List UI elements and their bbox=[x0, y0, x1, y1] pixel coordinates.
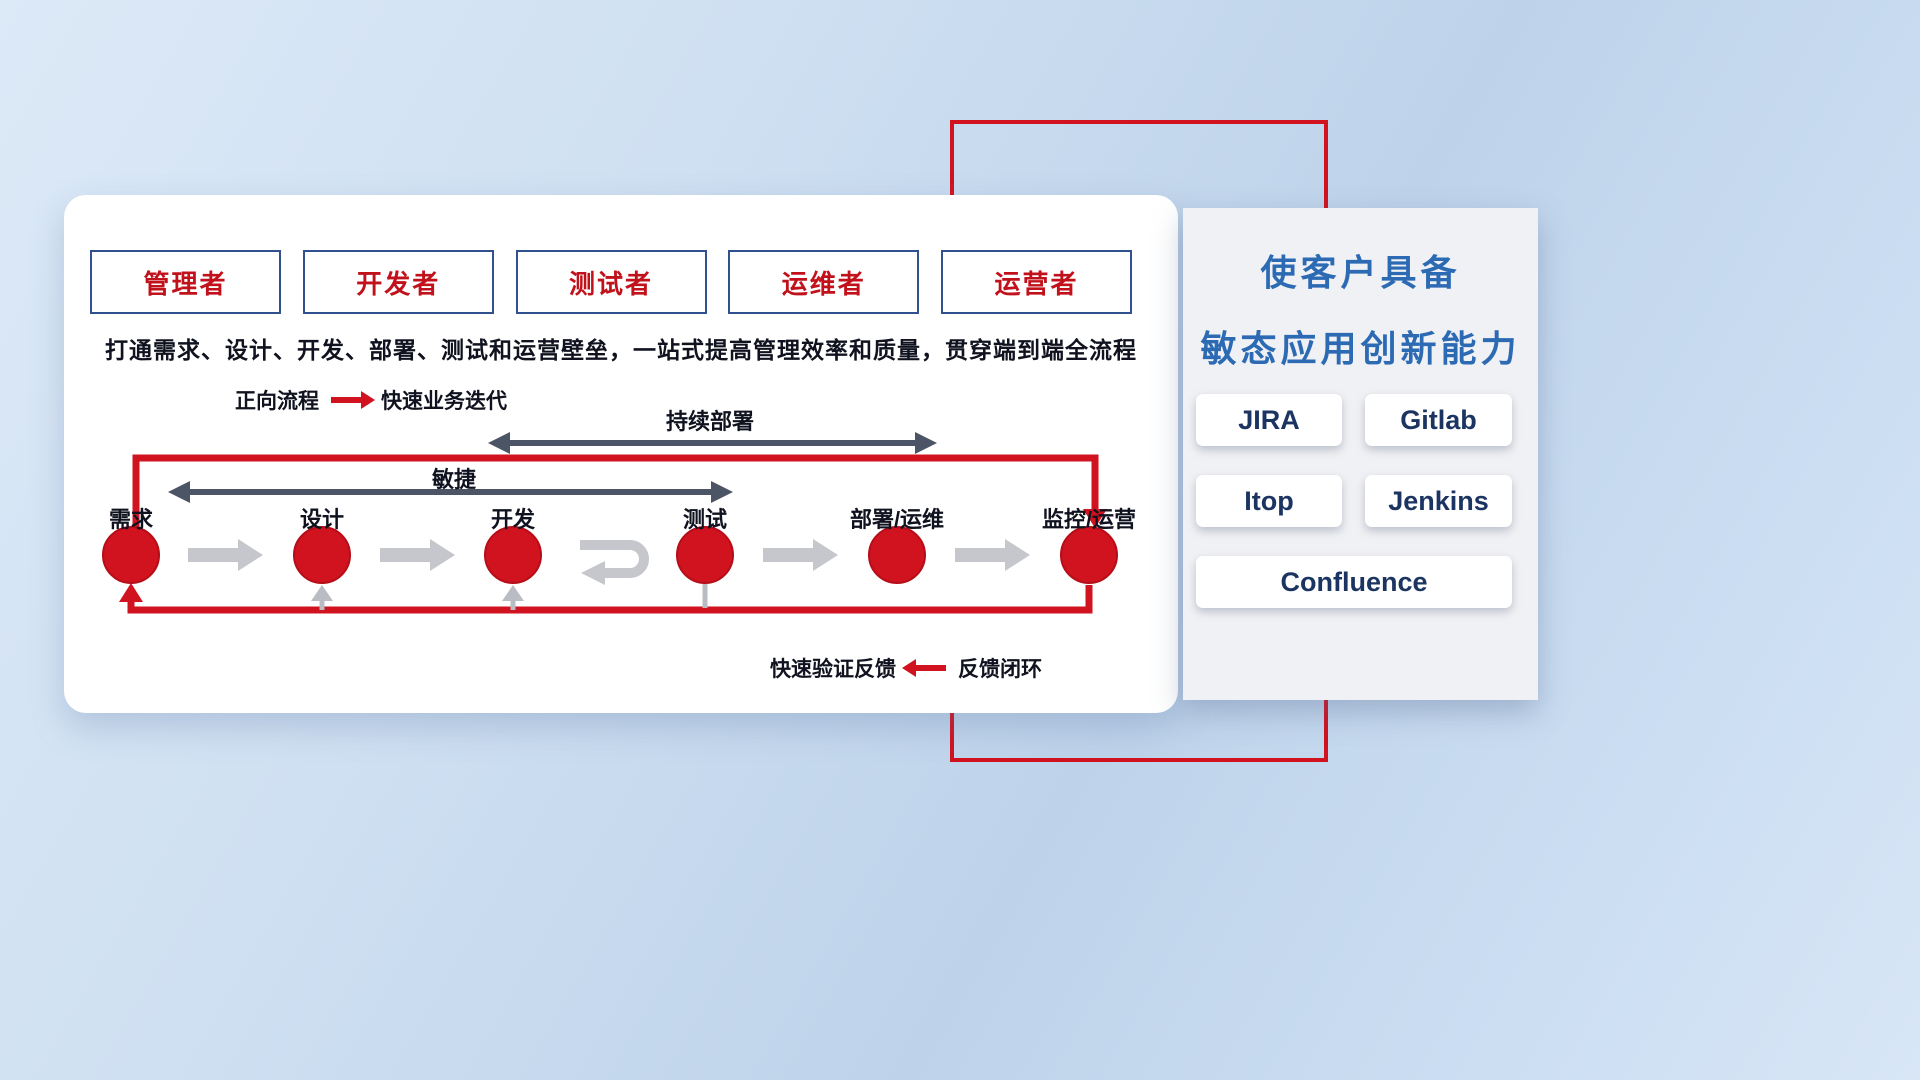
node-label-testing: 测试 bbox=[682, 507, 727, 532]
step-arrow-4 bbox=[955, 539, 1030, 571]
role-box-ops: 运维者 bbox=[728, 250, 920, 314]
feedback-loop-line bbox=[127, 585, 1093, 614]
forward-loop-arrowhead bbox=[1083, 509, 1107, 528]
tool-jenkins: Jenkins bbox=[1365, 475, 1512, 527]
u-turn-arrow-icon bbox=[580, 540, 649, 578]
flow-node-testing bbox=[676, 526, 734, 584]
feedback-legend-desc: 快速验证反馈 bbox=[770, 658, 896, 681]
role-box-developer: 开发者 bbox=[302, 250, 494, 314]
tool-jira: JIRA bbox=[1196, 394, 1342, 446]
role-box-tester: 测试者 bbox=[515, 250, 707, 314]
role-box-operator: 运营者 bbox=[941, 250, 1132, 314]
node-label-deploy-ops: 部署/运维 bbox=[849, 507, 945, 532]
feedback-branch-dev-arrowhead bbox=[502, 585, 524, 601]
step-arrow-2 bbox=[380, 539, 455, 571]
flow-node-monitor-operate bbox=[1060, 526, 1118, 584]
forward-flow-legend: 正向流程 快速业务迭代 bbox=[235, 385, 507, 415]
left-arrow-icon bbox=[902, 659, 946, 677]
flow-node-design bbox=[293, 526, 351, 584]
forward-loop-line bbox=[132, 454, 1099, 529]
step-arrow-1 bbox=[188, 539, 263, 571]
right-arrow-icon bbox=[331, 391, 375, 409]
flow-node-requirements bbox=[102, 526, 160, 584]
feedback-branch-design-arrowhead bbox=[311, 585, 333, 601]
flow-node-deploy-ops bbox=[868, 526, 926, 584]
agile-arrowhead-left bbox=[168, 481, 190, 503]
tools-panel: 使客户具备 敏态应用创新能力 JIRA Gitlab Itop Jenkins … bbox=[1183, 208, 1538, 700]
continuous-deployment-label: 持续部署 bbox=[665, 409, 754, 434]
subtitle: 打通需求、设计、开发、部署、测试和运营壁垒，一站式提高管理效率和质量，贯穿端到端… bbox=[105, 337, 1137, 363]
roles-row: 管理者 开发者 测试者 运维者 运营者 bbox=[90, 250, 1132, 314]
node-label-requirements: 需求 bbox=[108, 507, 153, 532]
agile-label: 敏捷 bbox=[431, 467, 476, 492]
feedback-loop-arrowhead bbox=[119, 583, 143, 602]
continuous-deployment-arrowhead-right bbox=[915, 432, 937, 454]
flow-diagram-graphics bbox=[102, 432, 1118, 614]
tool-gitlab: Gitlab bbox=[1365, 394, 1512, 446]
feedback-legend-name: 反馈闭环 bbox=[958, 658, 1042, 681]
agile-arrowhead-right bbox=[711, 481, 733, 503]
feedback-loop-legend: 快速验证反馈 反馈闭环 bbox=[770, 653, 1042, 683]
devops-flow-card: 管理者 开发者 测试者 运维者 运营者 打通需求、设计、开发、部署、测试和运营壁… bbox=[64, 195, 1178, 713]
tool-itop: Itop bbox=[1196, 475, 1342, 527]
continuous-deployment-arrowhead-left bbox=[488, 432, 510, 454]
u-turn-arrowhead bbox=[581, 561, 605, 585]
forward-legend-desc: 快速业务迭代 bbox=[381, 390, 507, 413]
node-label-development: 开发 bbox=[490, 507, 535, 532]
tool-confluence: Confluence bbox=[1196, 556, 1512, 608]
step-arrow-3 bbox=[763, 539, 838, 571]
forward-legend-name: 正向流程 bbox=[235, 390, 319, 413]
panel-title-line2: 敏态应用创新能力 bbox=[1200, 328, 1521, 369]
node-label-monitor-operate: 监控/运营 bbox=[1041, 507, 1137, 532]
panel-title-line1: 使客户具备 bbox=[1260, 252, 1461, 293]
flow-node-development bbox=[484, 526, 542, 584]
node-label-design: 设计 bbox=[299, 507, 344, 532]
role-box-manager: 管理者 bbox=[90, 250, 281, 314]
